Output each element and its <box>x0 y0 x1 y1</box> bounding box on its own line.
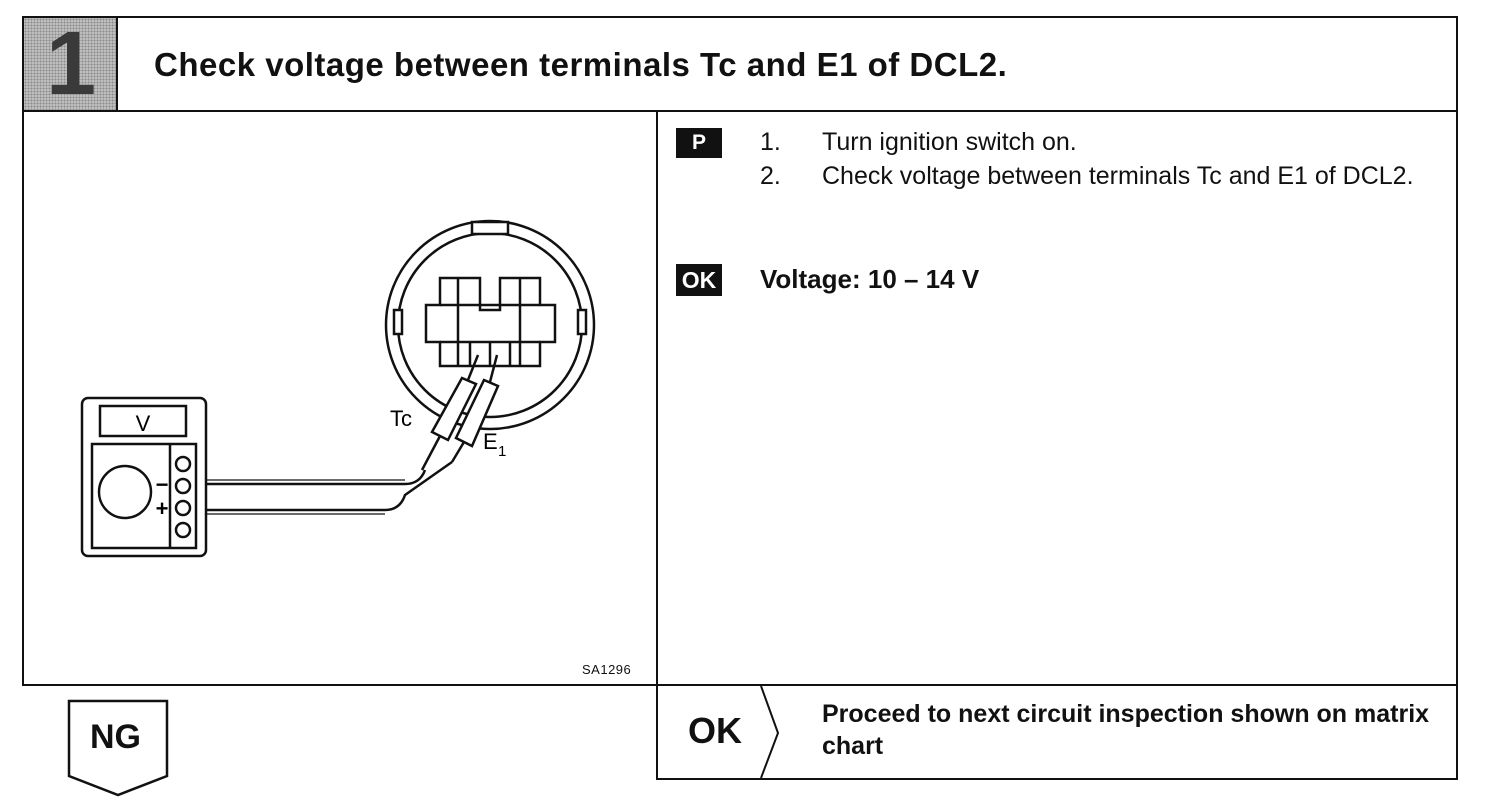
column-divider <box>656 112 658 686</box>
step-1-text: Turn ignition switch on. <box>822 128 1077 156</box>
ng-arrow-box <box>67 699 169 797</box>
plus-label: + <box>156 496 169 521</box>
probe-tc-label: Tc <box>390 406 412 431</box>
voltage-spec: Voltage: 10 – 14 V <box>760 264 980 294</box>
ok-box-right <box>1456 686 1458 780</box>
probe-e1-subscript: 1 <box>498 443 506 460</box>
ng-result-label: NG <box>90 718 141 756</box>
lead-plus <box>190 460 453 512</box>
meter-unit-label: V <box>136 411 151 436</box>
wiring-diagram: V − + Tc E 1 <box>80 219 596 558</box>
procedure-frame <box>22 16 1458 686</box>
probe-e1 <box>450 354 500 463</box>
ok-result-text: Proceed to next circuit inspection shown… <box>822 700 1430 760</box>
spec-ok-badge: OK <box>676 264 722 296</box>
step-title: Check voltage between terminals Tc and E… <box>154 46 1008 83</box>
lead-minus <box>190 469 427 486</box>
ok-result-label: OK <box>688 710 742 751</box>
probe-e1-label: E <box>483 429 498 454</box>
procedure-badge: P <box>676 128 722 158</box>
dcl2-connector <box>384 219 596 431</box>
figure-code: SA1296 <box>582 662 632 677</box>
step-2-number: 2. <box>760 162 781 190</box>
ok-box-bottom <box>656 778 1458 780</box>
step-number: 1 <box>45 14 97 114</box>
step-number-box: 1 <box>24 18 118 110</box>
minus-label: − <box>156 472 169 497</box>
step-1-number: 1. <box>760 128 781 156</box>
ok-box-left <box>656 686 658 780</box>
step-2-text: Check voltage between terminals Tc and E… <box>822 162 1414 190</box>
probe-tc <box>420 354 480 471</box>
ok-arrow-chevron <box>760 686 780 779</box>
step-header <box>22 16 1458 112</box>
voltmeter <box>80 396 208 558</box>
